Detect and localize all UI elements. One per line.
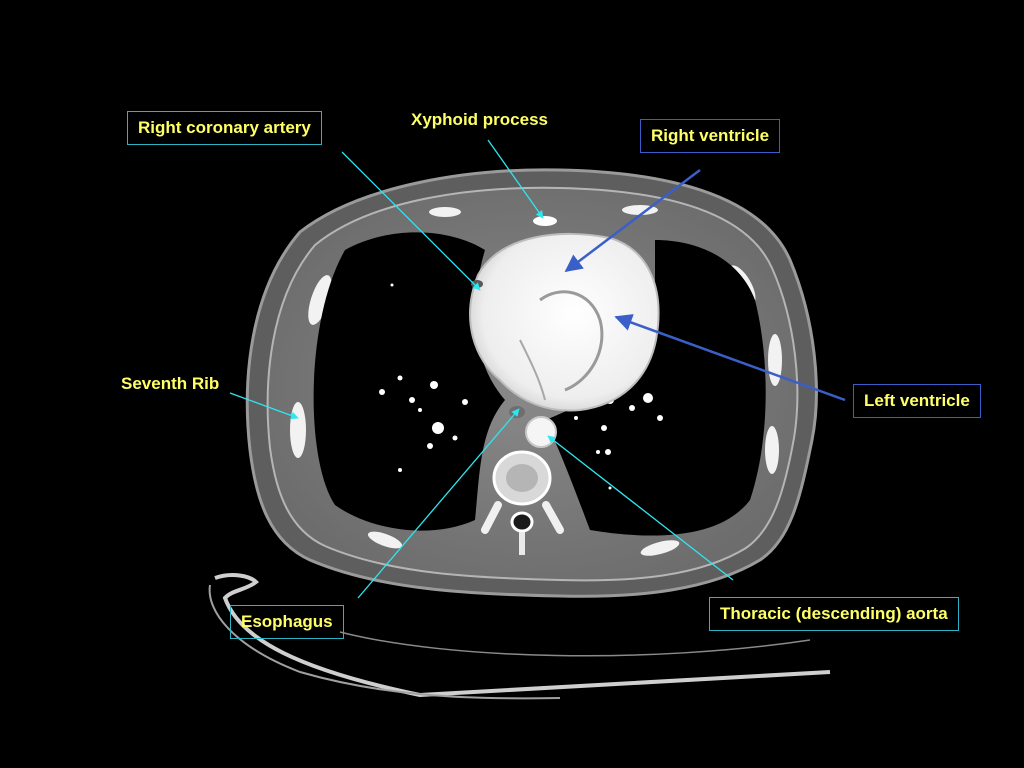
leader-right-coronary-artery [341,151,481,291]
label-left-ventricle: Left ventricle [853,384,981,418]
heart [469,232,660,412]
leader-lines [229,139,846,599]
leader-left-ventricle [614,314,846,402]
vertebra [481,450,564,555]
label-xyphoid-process: Xyphoid process [411,110,548,129]
leader-esophagus [357,408,520,599]
aorta [525,416,557,448]
leader-xyphoid-process [487,139,544,219]
label-esophagus: Esophagus [230,605,344,639]
lungs [313,232,766,536]
leader-thoracic-aorta [547,435,734,581]
leader-right-ventricle [564,169,701,273]
leader-seventh-rib [229,392,299,420]
xyphoid-bone [533,216,557,226]
scanner-table [208,573,831,700]
label-right-ventricle: Right ventricle [640,119,781,153]
label-right-coronary-artery: Right coronary artery [127,111,322,145]
label-seventh-rib: Seventh Rib [121,374,220,393]
label-thoracic-aorta: Thoracic (descending) aorta [709,597,959,631]
left-lung [545,240,766,536]
right-lung [313,232,505,531]
